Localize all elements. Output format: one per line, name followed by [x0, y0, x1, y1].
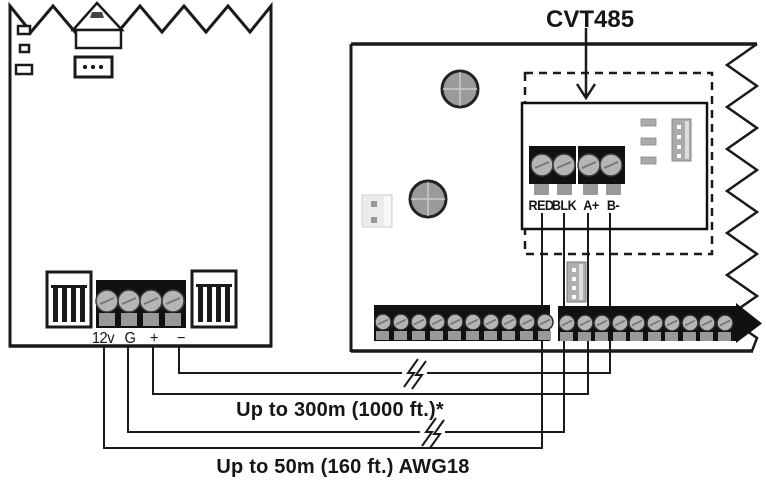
board-pin-header-icon: [566, 261, 587, 303]
terminal-label-12v: 12v: [91, 330, 115, 347]
terminal-label-g: G: [124, 330, 136, 347]
resistor-array-icon: [640, 118, 657, 165]
four-pin-header-icon: [671, 118, 692, 162]
three-pin-connector-icon: [73, 55, 114, 79]
cvt485-module: [520, 101, 709, 231]
wire-g-to-blk: [127, 213, 565, 433]
board-torn-edge: [724, 42, 760, 352]
wire-plus-to-a: [152, 213, 589, 395]
wire-break-icon: [421, 417, 445, 449]
module-terminal-red-blk: [529, 146, 576, 195]
mounting-hole-icon: [408, 179, 448, 219]
wire-break-icon: [403, 358, 427, 390]
power-distance-note: Up to 50m (160 ft.) AWG18: [216, 456, 470, 478]
wires: [103, 213, 611, 449]
power-supply-board: [8, 1, 273, 348]
smd-components: [14, 24, 34, 76]
mounting-hole-icon: [440, 69, 480, 109]
terminal-label-minus: −: [176, 330, 186, 347]
comb-terminal-left: [45, 270, 93, 329]
terminal-label-plus: +: [149, 330, 159, 347]
module-terminal-label-blk: BLK: [551, 197, 577, 213]
transformer-icon: [70, 1, 125, 50]
edge-connector-icon: [361, 194, 393, 228]
control-panel-board: [349, 42, 760, 352]
comb-terminal-right: [190, 269, 238, 329]
panel-terminal-strips: [351, 303, 762, 353]
module-terminal-label-red: RED: [528, 197, 555, 213]
wire-minus-to-b: [178, 213, 611, 374]
terminal-strip-left: [374, 305, 554, 341]
terminal-strip-right: [558, 303, 762, 343]
power-terminal-block: [95, 280, 186, 328]
rs485-distance-note: Up to 300m (1000 ft.)*: [236, 399, 444, 421]
cvt485-pointer-arrow: [575, 28, 597, 101]
module-terminal-a-b: [577, 146, 625, 195]
module-terminal-label-aplus: A+: [583, 197, 599, 213]
module-title: CVT485: [546, 6, 635, 33]
board-edge: [8, 1, 273, 348]
module-terminal-label-bminus: B-: [606, 197, 620, 213]
